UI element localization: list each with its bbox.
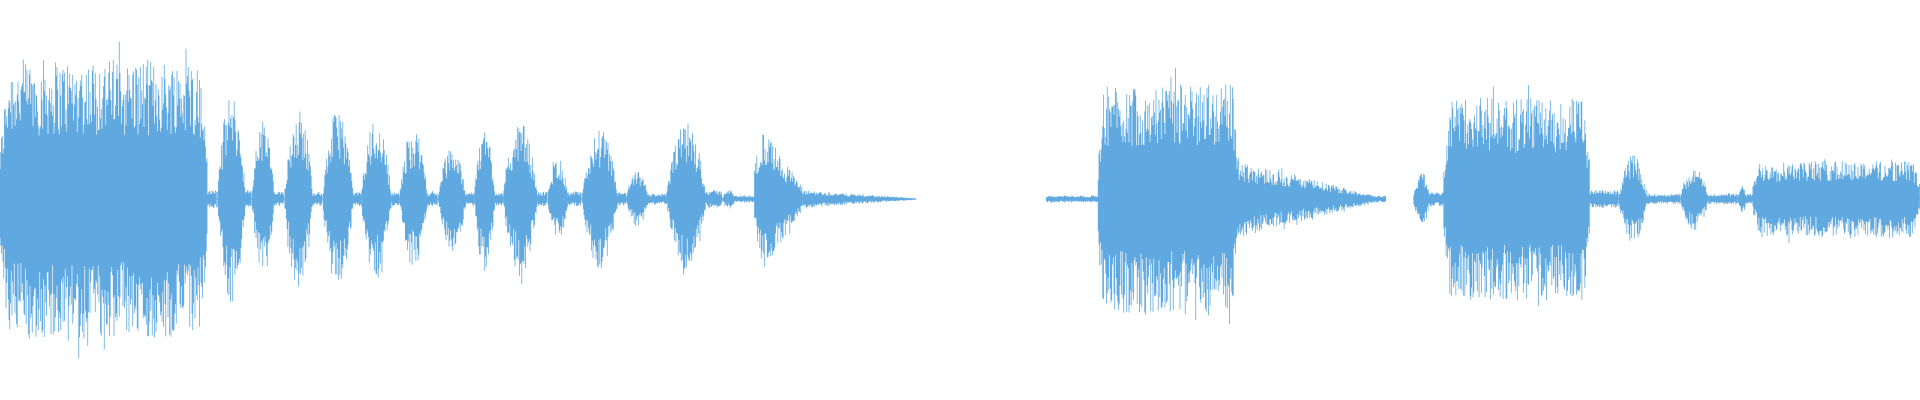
- waveform-segment-7: [312, 192, 323, 206]
- waveform-segment-36: [1413, 173, 1431, 223]
- waveform-samples: [567, 191, 582, 207]
- waveform-segment-35: [1372, 195, 1387, 203]
- waveform-samples: [1746, 193, 1753, 204]
- waveform-segment-15: [466, 192, 475, 206]
- waveform-samples: [474, 132, 496, 271]
- waveform-samples: [1372, 195, 1386, 203]
- waveform-samples: [206, 190, 217, 208]
- waveform-segment-19: [537, 192, 548, 207]
- waveform-samples: [466, 192, 475, 206]
- waveform-samples: [802, 190, 917, 209]
- waveform-segment-33: [1097, 68, 1239, 325]
- waveform-segment-37: [1430, 192, 1444, 207]
- waveform-segment-31: [802, 190, 917, 209]
- waveform-samples: [1443, 85, 1590, 306]
- waveform-segment-16: [474, 132, 496, 271]
- waveform-samples: [284, 111, 314, 287]
- waveform-samples: [438, 150, 467, 251]
- waveform-segment-18: [503, 126, 538, 285]
- waveform-samples: [626, 172, 649, 226]
- waveform-segment-13: [427, 191, 438, 206]
- waveform-samples: [1046, 195, 1099, 203]
- waveform-samples: [0, 41, 208, 359]
- waveform-samples: [352, 192, 362, 206]
- waveform-samples: [722, 190, 736, 209]
- waveform-segment-32: [1046, 195, 1099, 203]
- waveform-samples: [1646, 193, 1681, 205]
- waveform-samples: [361, 124, 392, 278]
- waveform-samples: [1680, 170, 1709, 230]
- waveform-samples: [494, 192, 504, 206]
- waveform-samples: [547, 160, 569, 236]
- waveform-segment-26: [666, 123, 707, 275]
- waveform-segment-5: [274, 192, 285, 206]
- waveform-segment-8: [322, 114, 354, 280]
- waveform-samples: [1752, 159, 1920, 243]
- waveform-samples: [1618, 155, 1648, 241]
- waveform-segment-3: [245, 190, 252, 207]
- waveform-segment-21: [567, 191, 582, 207]
- waveform-segment-30: [754, 134, 803, 267]
- waveform-segment-40: [1618, 155, 1648, 241]
- waveform-segment-46: [1752, 159, 1920, 243]
- waveform-samples: [251, 121, 275, 267]
- waveform-samples: [706, 190, 722, 208]
- waveform-samples: [503, 126, 538, 285]
- waveform-samples: [1430, 192, 1444, 207]
- waveform-segment-28: [721, 190, 736, 209]
- waveform-samples: [322, 114, 353, 280]
- waveform-segment-14: [437, 150, 467, 251]
- waveform-segment-43: [1708, 193, 1738, 205]
- waveform-segment-27: [706, 190, 722, 208]
- waveform-segment-11: [391, 192, 400, 206]
- waveform-segment-20: [547, 160, 569, 236]
- waveform-segment-22: [581, 130, 619, 269]
- waveform-samples: [754, 134, 803, 267]
- waveform-segment-34: [1238, 158, 1374, 236]
- waveform-segment-1: [206, 190, 217, 208]
- waveform-samples: [666, 123, 707, 275]
- waveform-samples: [427, 191, 438, 206]
- waveform-samples: [274, 192, 284, 206]
- waveform-segment-6: [284, 111, 314, 287]
- waveform-segment-2: [216, 100, 246, 302]
- waveform-samples: [391, 192, 400, 206]
- waveform-segment-23: [617, 192, 627, 206]
- waveform-segment-10: [360, 124, 392, 278]
- waveform-samples: [1413, 173, 1431, 223]
- waveform-samples: [1238, 158, 1374, 236]
- waveform-samples: [312, 192, 323, 206]
- waveform-segment-0: [0, 41, 208, 359]
- waveform-segment-39: [1589, 190, 1619, 208]
- waveform-segment-25: [648, 193, 667, 205]
- waveform-segment-45: [1746, 193, 1753, 204]
- waveform-samples: [1737, 186, 1747, 213]
- waveform-samples: [617, 192, 627, 206]
- waveform-segment-38: [1443, 85, 1590, 306]
- waveform-samples: [217, 100, 246, 302]
- waveform-samples: [399, 134, 429, 265]
- waveform-segment-12: [399, 134, 429, 265]
- waveform-samples: [648, 193, 667, 205]
- waveform-segment-9: [352, 192, 362, 206]
- waveform-segment-4: [251, 121, 275, 267]
- waveform-segment-17: [494, 192, 504, 206]
- waveform-samples: [1589, 190, 1619, 208]
- waveform-segment-44: [1737, 186, 1748, 213]
- waveform-samples: [245, 190, 252, 207]
- waveform-samples: [1708, 193, 1738, 205]
- waveform-samples: [537, 192, 547, 207]
- waveform-segment-29: [734, 195, 755, 203]
- waveform-segment-41: [1646, 193, 1681, 205]
- waveform-segment-42: [1680, 170, 1709, 230]
- waveform-samples: [734, 195, 755, 203]
- waveform-samples: [1097, 68, 1239, 325]
- waveform-samples: [582, 130, 619, 269]
- waveform-segment-24: [625, 172, 649, 226]
